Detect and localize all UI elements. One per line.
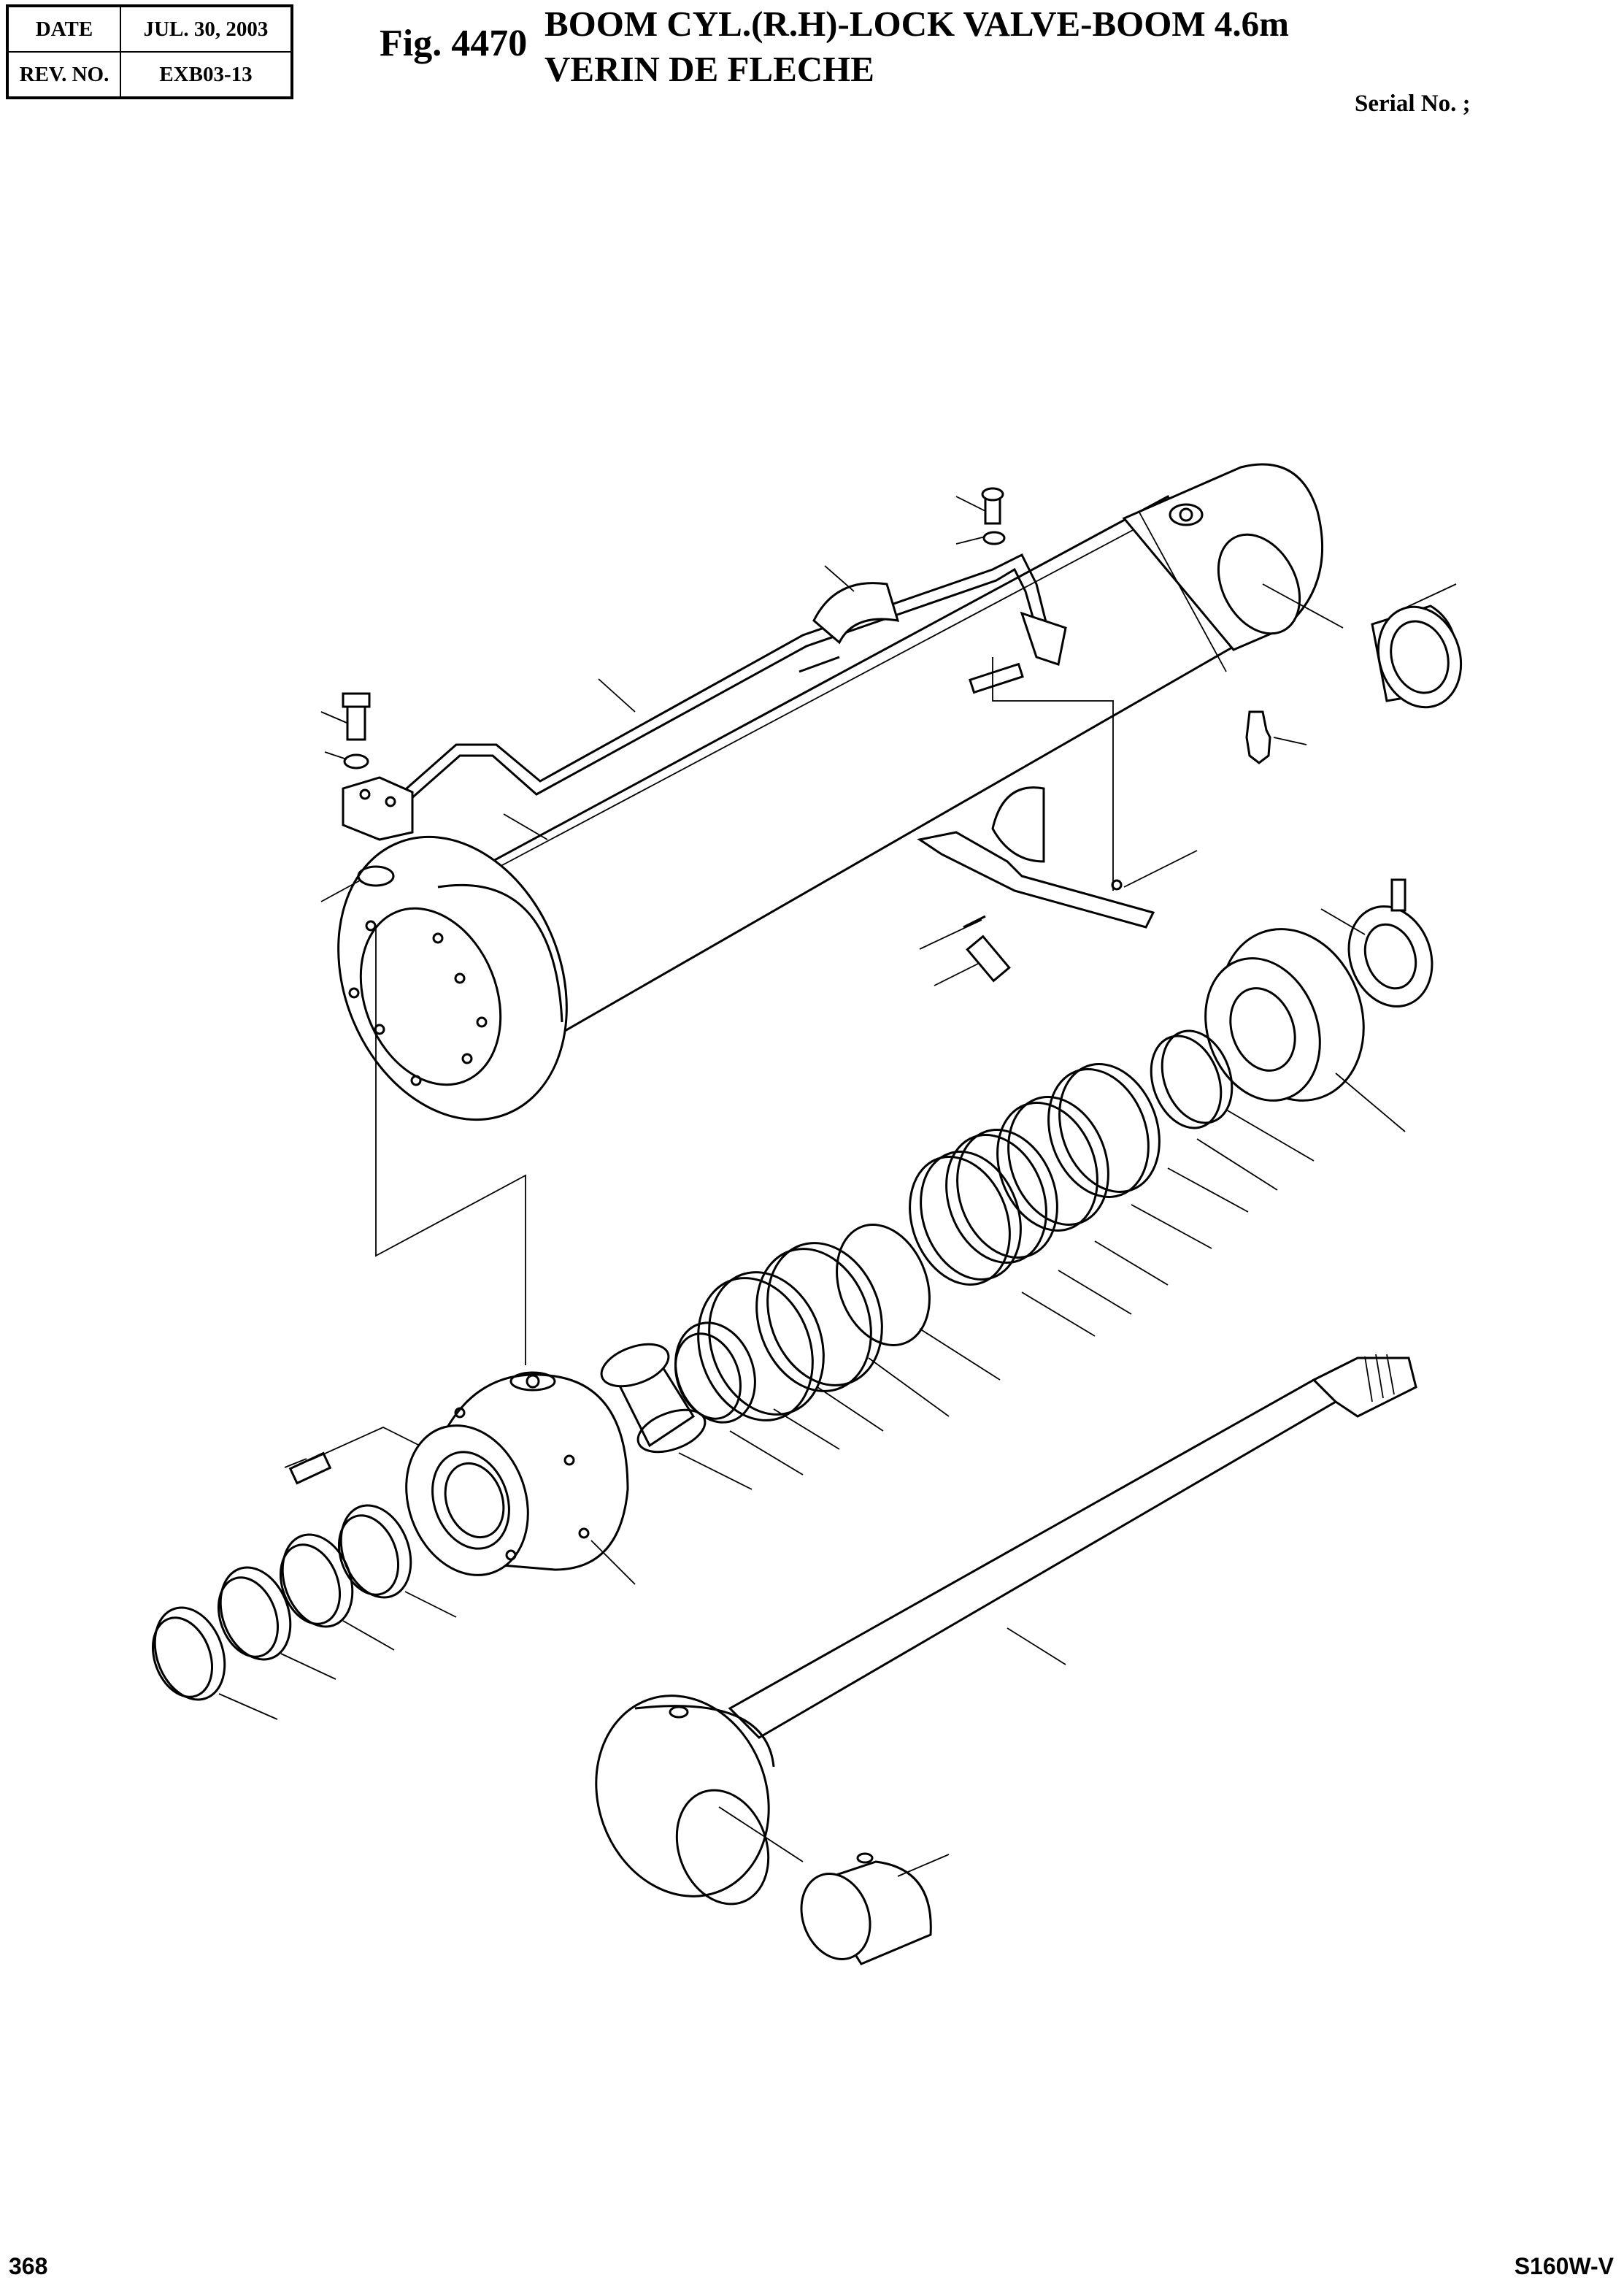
clamp-bolt-lower xyxy=(963,916,1009,981)
figure-number: Fig. 4470 xyxy=(380,23,528,64)
model-label: S160W-V xyxy=(1514,2253,1614,2279)
lock-valve-pipe xyxy=(343,555,1066,840)
rear-pin-bushing xyxy=(1366,596,1474,718)
date-value: JUL. 30, 2003 xyxy=(120,5,293,53)
revision-value: EXB03-13 xyxy=(120,51,293,99)
rod-cover-screw xyxy=(290,1453,331,1483)
upper-pipe-clamp xyxy=(799,583,1023,693)
rod-eye-bushing xyxy=(790,1854,931,1969)
serial-number-label: Serial No. ; xyxy=(1355,91,1471,117)
date-label: DATE xyxy=(7,5,121,53)
revision-label: REV. NO. xyxy=(7,51,121,99)
title-english: BOOM CYL.(R.H)-LOCK VALVE-BOOM 4.6m xyxy=(544,4,1289,44)
lower-tube-clamp xyxy=(920,788,1153,927)
o-ring-port xyxy=(358,867,393,886)
pipe-flange-bolt xyxy=(343,694,369,768)
grease-nipple xyxy=(1247,712,1270,763)
revision-info-table: DATE JUL. 30, 2003 REV. NO. EXB03-13 xyxy=(6,4,293,99)
piston-seal-rings xyxy=(893,1021,1244,1299)
rod-bushing xyxy=(596,1336,710,1460)
rod-cover xyxy=(386,1373,628,1592)
part-leader-lines xyxy=(219,496,1456,1876)
assembly-reference-lines xyxy=(310,657,1113,1460)
piston-nut xyxy=(1335,880,1445,1018)
date-row: DATE JUL. 30, 2003 xyxy=(7,5,293,53)
cylinder-tube xyxy=(298,464,1323,1154)
wiper-and-seal-rings xyxy=(142,1496,423,1710)
page-number: 368 xyxy=(9,2253,48,2279)
revision-row: REV. NO. EXB03-13 xyxy=(7,51,293,99)
piston-rod xyxy=(569,1354,1416,1921)
piston xyxy=(1186,909,1387,1121)
rod-cover-seals xyxy=(662,1212,945,1437)
clamp-bolt-upper xyxy=(982,488,1004,544)
title-french: VERIN DE FLECHE xyxy=(544,49,874,89)
title-block: BOOM CYL.(R.H)-LOCK VALVE-BOOM 4.6m VERI… xyxy=(544,1,1289,92)
